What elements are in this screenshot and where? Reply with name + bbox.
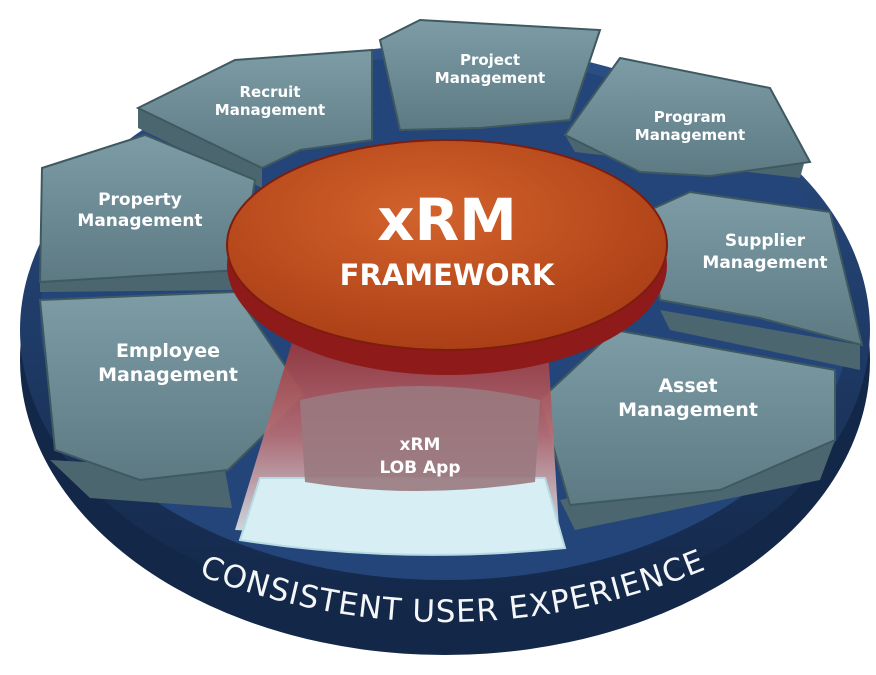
- segment-program[interactable]: [563, 56, 812, 178]
- label-employee-line2: Management: [98, 364, 238, 386]
- label-recruit-line2: Management: [215, 101, 325, 119]
- lob-app-glass[interactable]: [238, 477, 567, 556]
- label-project-line2: Management: [435, 69, 545, 87]
- label-employee-line1: Employee: [116, 340, 220, 362]
- label-asset-line2: Management: [618, 399, 758, 421]
- segment-recruit[interactable]: [135, 48, 373, 170]
- segment-recruit-side: [138, 108, 262, 188]
- module-segments: [38, 18, 864, 530]
- label-lob-line1: xRM: [400, 435, 441, 455]
- label-recruit-line1: Recruit: [239, 83, 300, 101]
- segment-supplier[interactable]: [648, 190, 864, 347]
- label-property-line2: Management: [77, 211, 202, 231]
- core-disc[interactable]: [226, 139, 668, 351]
- core-title: xRM: [377, 186, 517, 254]
- label-lob-line2: LOB App: [379, 458, 460, 478]
- label-program-line1: Program: [654, 108, 727, 126]
- label-asset-line1: Asset: [658, 375, 717, 397]
- label-project-line1: Project: [460, 51, 520, 69]
- core-subtitle: FRAMEWORK: [340, 258, 556, 292]
- label-property-line1: Property: [98, 190, 182, 210]
- segment-project[interactable]: [378, 18, 602, 132]
- label-supplier-line1: Supplier: [725, 231, 806, 251]
- label-supplier-line2: Management: [702, 253, 827, 273]
- module-labels: Recruit Management Project Management Pr…: [77, 51, 827, 478]
- label-program-line2: Management: [635, 126, 745, 144]
- segment-supplier-side: [660, 310, 860, 370]
- lob-app-tile[interactable]: [300, 386, 540, 491]
